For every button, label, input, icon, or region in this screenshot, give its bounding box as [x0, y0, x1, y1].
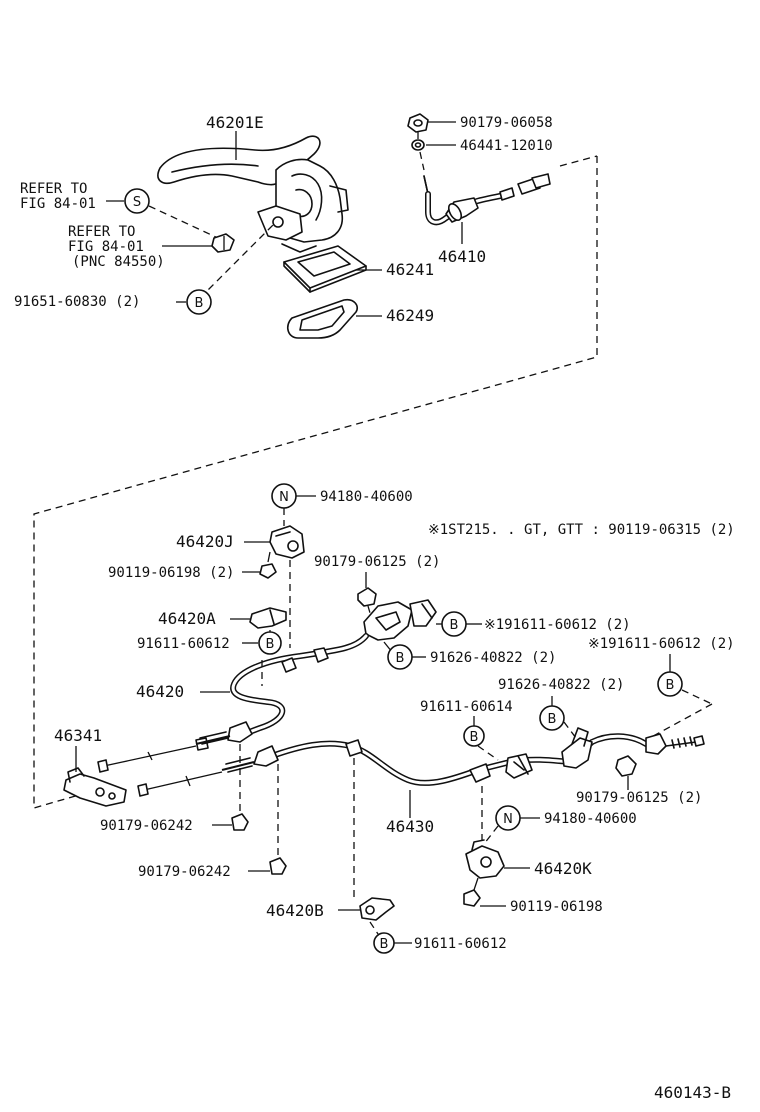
cable-46420 — [97, 633, 369, 773]
label-191611-60612-2-a: ※191611-60612 (2) — [484, 617, 631, 633]
marker-b-label-8: B — [380, 937, 389, 952]
nut-90179-06125-lower — [615, 755, 637, 777]
marker-b-label-2: B — [266, 637, 275, 652]
marker-b-label-7: B — [470, 730, 479, 745]
bolt-90119-06198 — [463, 877, 481, 907]
nut-90179-06125-top — [357, 587, 377, 607]
label-90179-06242-b: 90179-06242 — [138, 864, 231, 880]
label-46241: 46241 — [386, 260, 434, 279]
bracket-46341 — [63, 767, 127, 807]
label-90179-06125-2-lower: 90179-06125 (2) — [576, 790, 702, 806]
marker-b-label-1: B — [195, 296, 204, 311]
label-46201e: 46201E — [206, 113, 264, 132]
label-94180-40600-top: 94180-40600 — [320, 489, 413, 505]
gasket-46249 — [286, 298, 359, 339]
marker-b-circle-6: B — [539, 705, 565, 731]
label-46341: 46341 — [54, 726, 102, 745]
label-90179-06242-a: 90179-06242 — [100, 818, 193, 834]
label-90179-06125-2-top: 90179-06125 (2) — [314, 554, 440, 570]
marker-s-label: S — [133, 195, 141, 210]
label-fig-84-01-2: FIG 84-01 — [68, 239, 144, 255]
label-91626-40822-2-a: 91626-40822 (2) — [430, 650, 556, 666]
label-46420b: 46420B — [266, 901, 324, 920]
label-91651-60830: 91651-60830 (2) — [14, 294, 140, 310]
cable-bracket-upper-right — [363, 599, 437, 641]
note-1st215: ※1ST215. . GT, GTT : 90119-06315 (2) — [428, 522, 735, 538]
marker-n-label-1: N — [279, 490, 289, 505]
label-91611-60614: 91611-60614 — [420, 699, 513, 715]
marker-n-circle-2: N — [495, 805, 521, 831]
label-90119-06198-2: 90119-06198 (2) — [108, 565, 234, 581]
diagram-code: 460143-B — [654, 1083, 731, 1102]
label-46249: 46249 — [386, 306, 434, 325]
label-91611-60612-lower: 91611-60612 — [414, 936, 507, 952]
boot-46241 — [283, 245, 367, 293]
label-46420: 46420 — [136, 682, 184, 701]
bolt-90119-06198-2 — [259, 551, 277, 579]
label-94180-40600-lower: 94180-40600 — [544, 811, 637, 827]
label-91611-60612-upper: 91611-60612 — [137, 636, 230, 652]
label-46441-12010: 46441-12010 — [460, 138, 553, 154]
cable-46410 — [423, 173, 551, 226]
marker-b-circle-5: B — [657, 671, 683, 697]
label-90119-06198: 90119-06198 — [510, 899, 603, 915]
marker-b-label-4: B — [396, 651, 405, 666]
label-91626-40822-2-b: 91626-40822 (2) — [498, 677, 624, 693]
nut-90179-06242-b — [269, 857, 287, 875]
label-pnc-84550: (PNC 84550) — [72, 254, 165, 270]
bracket-46420j — [269, 525, 305, 559]
label-46430: 46430 — [386, 817, 434, 836]
marker-b-circle-1: B — [186, 289, 212, 315]
parking-brake-lever-46201e — [157, 135, 349, 253]
marker-s-circle: S — [124, 188, 150, 214]
marker-b-circle-4: B — [387, 644, 413, 670]
bracket-46420k — [465, 839, 505, 879]
marker-b-label-5: B — [666, 678, 675, 693]
washer-46441-12010 — [411, 139, 425, 151]
label-46410: 46410 — [438, 247, 486, 266]
bracket-46420a — [249, 607, 287, 629]
marker-n-circle-1: N — [271, 483, 297, 509]
marker-b-circle-2: B — [258, 631, 282, 655]
label-46420k: 46420K — [534, 859, 592, 878]
bracket-46420b — [359, 897, 395, 921]
marker-b-circle-7: B — [463, 725, 485, 747]
label-46420j: 46420J — [176, 532, 234, 551]
label-fig-84-01-1: FIG 84-01 — [20, 196, 96, 212]
label-refer-to-2: REFER TO — [68, 224, 135, 240]
assembly-dashed-outline — [33, 155, 598, 809]
marker-b-label-3: B — [450, 618, 459, 633]
nut-90179-06242-a — [231, 813, 249, 831]
label-46420a: 46420A — [158, 609, 216, 628]
marker-b-circle-8: B — [373, 932, 395, 954]
marker-n-label-2: N — [503, 812, 513, 827]
marker-b-circle-3: B — [441, 611, 467, 637]
marker-b-label-6: B — [548, 712, 557, 727]
label-90179-06058: 90179-06058 — [460, 115, 553, 131]
nut-90179-06058 — [407, 113, 429, 133]
label-191611-60612-2-b: ※191611-60612 (2) — [588, 636, 735, 652]
label-refer-to-1: REFER TO — [20, 181, 87, 197]
cable-46430 — [137, 727, 705, 797]
